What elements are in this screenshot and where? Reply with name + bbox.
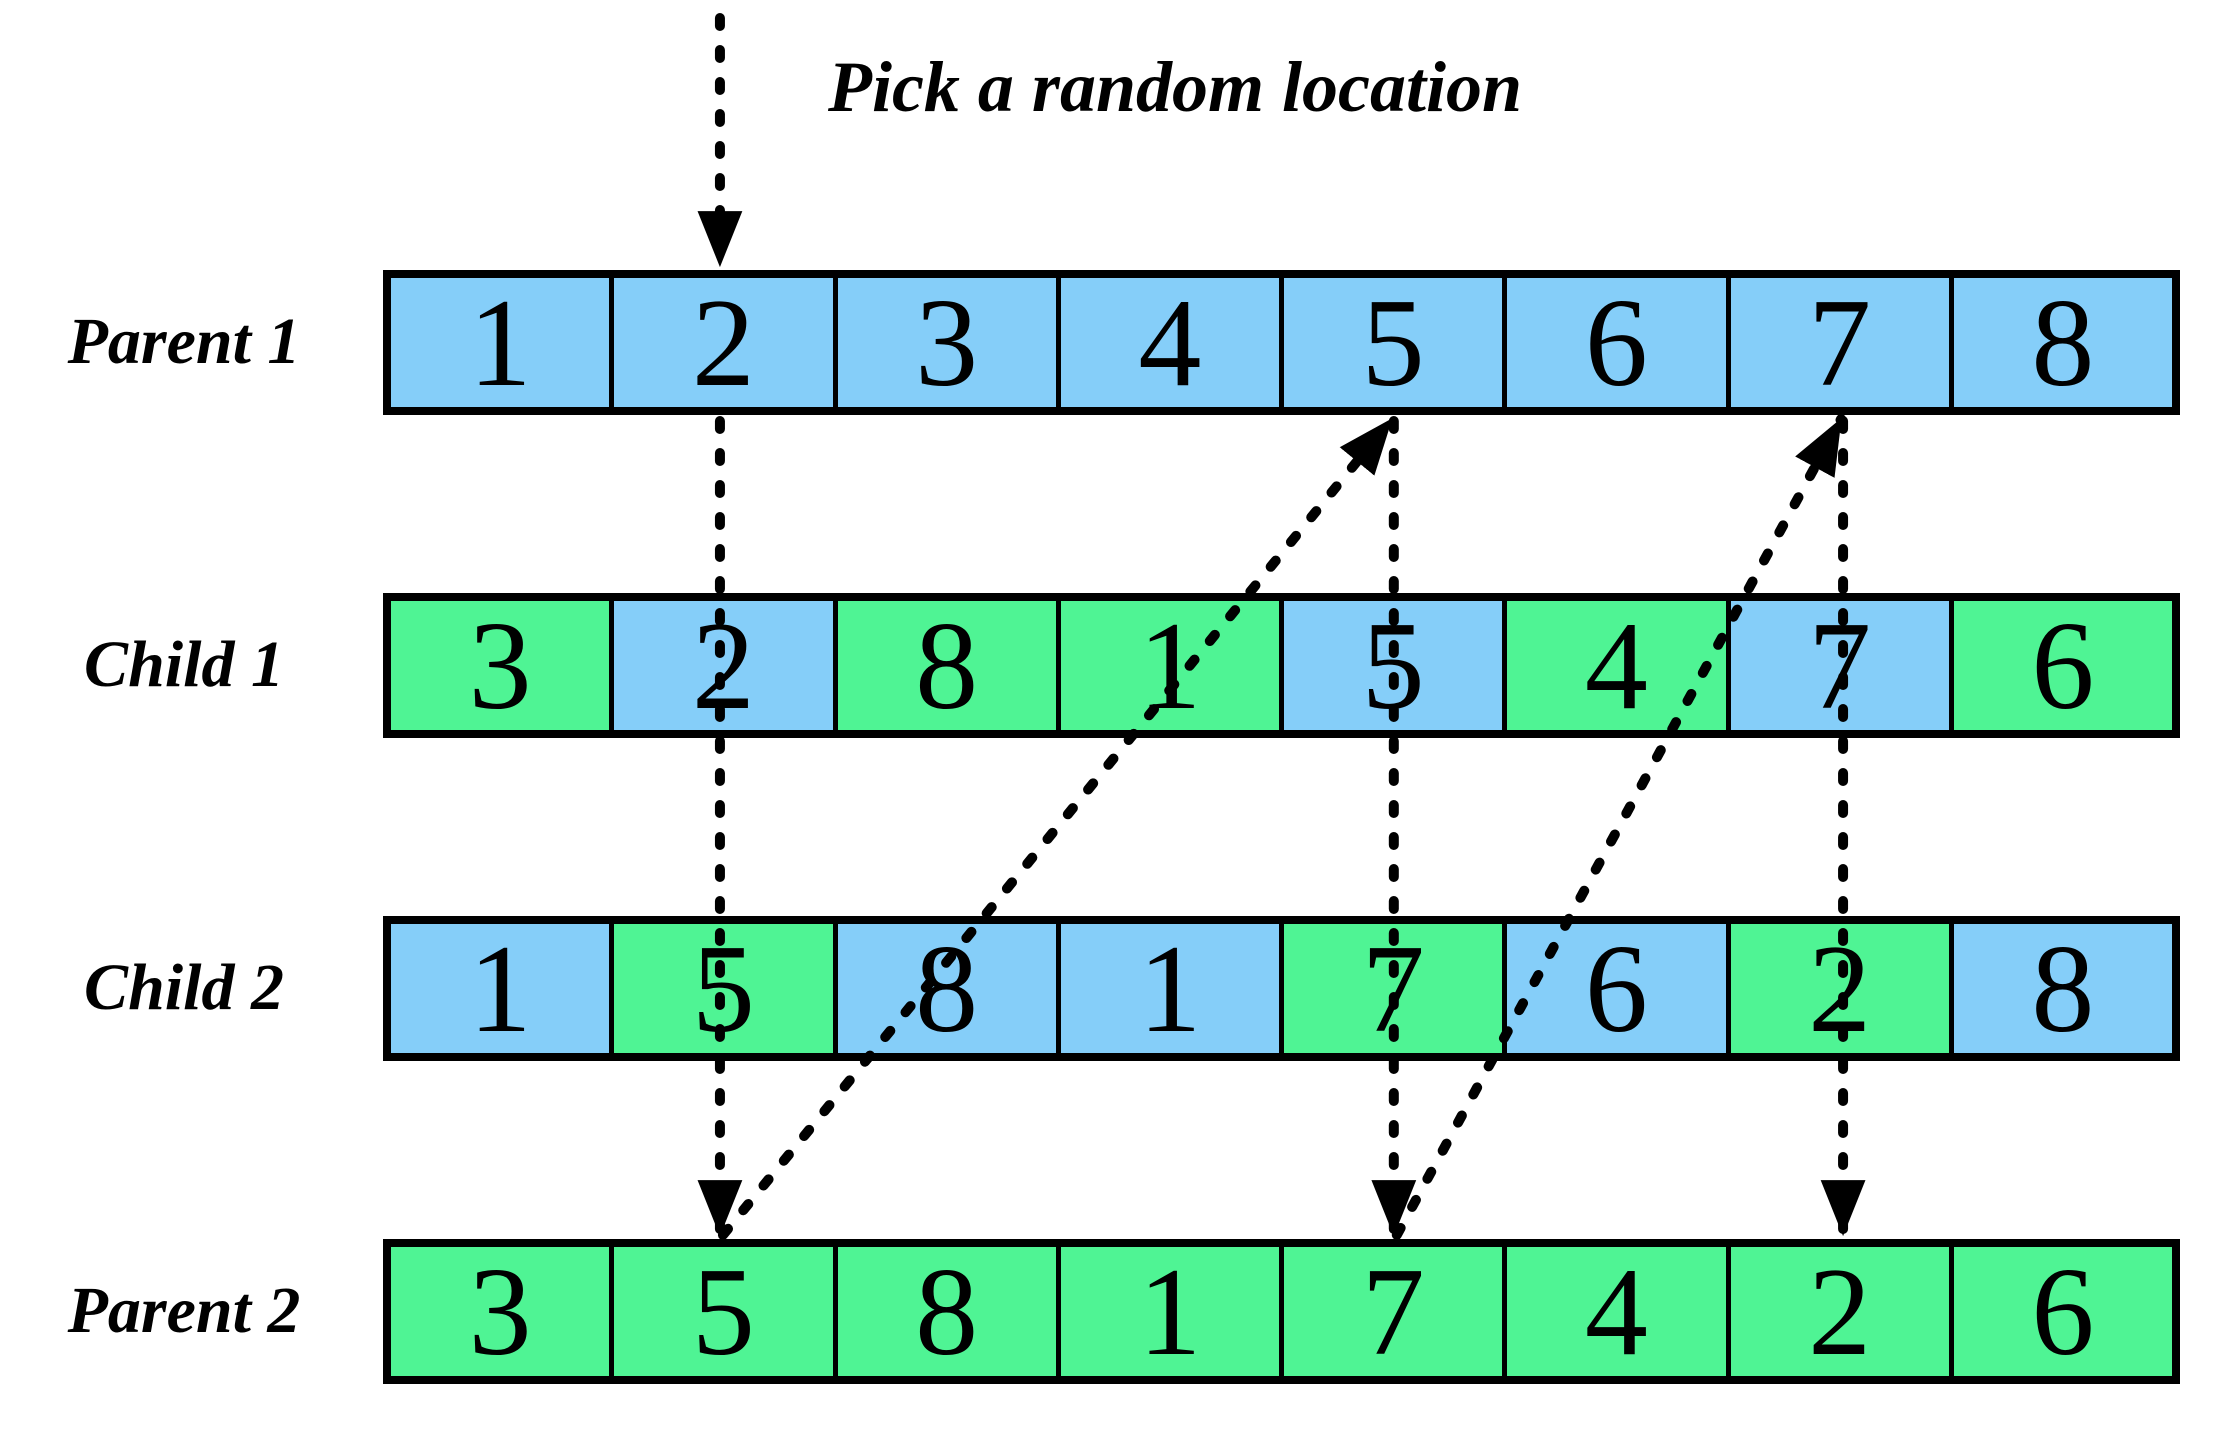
- cell-parent-2-pos-4: 1: [1060, 1247, 1284, 1376]
- cell-parent-1-pos-3: 3: [837, 278, 1061, 407]
- cell-child-2-pos-4: 1: [1060, 924, 1284, 1053]
- cell-parent-1-pos-8: 8: [1953, 278, 2172, 407]
- cell-child-1-pos-7: 7: [1730, 601, 1954, 730]
- cell-child-1-pos-2: 2: [614, 601, 838, 730]
- cell-parent-1-pos-4: 4: [1060, 278, 1284, 407]
- cell-parent-2-pos-3: 8: [837, 1247, 1061, 1376]
- cell-child-1-pos-5: 5: [1284, 601, 1508, 730]
- cell-child-1-pos-8: 6: [1953, 601, 2172, 730]
- cell-child-2-pos-6: 6: [1507, 924, 1731, 1053]
- cell-child-1-pos-6: 4: [1507, 601, 1731, 730]
- cell-parent-1-pos-6: 6: [1507, 278, 1731, 407]
- cell-child-1-pos-3: 8: [837, 601, 1061, 730]
- cell-child-2-pos-2: 5: [614, 924, 838, 1053]
- row-label-parent-2: Parent 2: [67, 1274, 301, 1347]
- cell-parent-2-pos-5: 7: [1284, 1247, 1508, 1376]
- cell-child-2-pos-3: 8: [837, 924, 1061, 1053]
- cell-parent-2-pos-6: 4: [1507, 1247, 1731, 1376]
- cell-parent-2-pos-1: 3: [391, 1247, 615, 1376]
- diagram-title: Pick a random location: [827, 47, 1523, 127]
- cell-child-2-pos-8: 8: [1953, 924, 2172, 1053]
- cell-parent-1-pos-5: 5: [1284, 278, 1508, 407]
- cell-child-1-pos-4: 1: [1060, 601, 1284, 730]
- cell-parent-1-pos-2: 2: [614, 278, 838, 407]
- cell-parent-1-pos-1: 1: [391, 278, 615, 407]
- cell-parent-2-pos-2: 5: [614, 1247, 838, 1376]
- cell-parent-2-pos-8: 6: [1953, 1247, 2172, 1376]
- cell-child-2-pos-1: 1: [391, 924, 615, 1053]
- cell-child-1-pos-1: 3: [391, 601, 615, 730]
- cell-child-2-pos-7: 2: [1730, 924, 1954, 1053]
- cell-parent-2-pos-7: 2: [1730, 1247, 1954, 1376]
- diagonal-mapping-arrow-2-to-5: [717, 414, 1397, 1240]
- row-label-child-1: Child 1: [84, 628, 284, 701]
- diagonal-mapping-arrow-5-to-7: [1391, 414, 1847, 1240]
- row-label-child-2: Child 2: [84, 951, 284, 1024]
- row-label-parent-1: Parent 1: [67, 305, 301, 378]
- cell-parent-1-pos-7: 7: [1730, 278, 1954, 407]
- cell-child-2-pos-5: 7: [1284, 924, 1508, 1053]
